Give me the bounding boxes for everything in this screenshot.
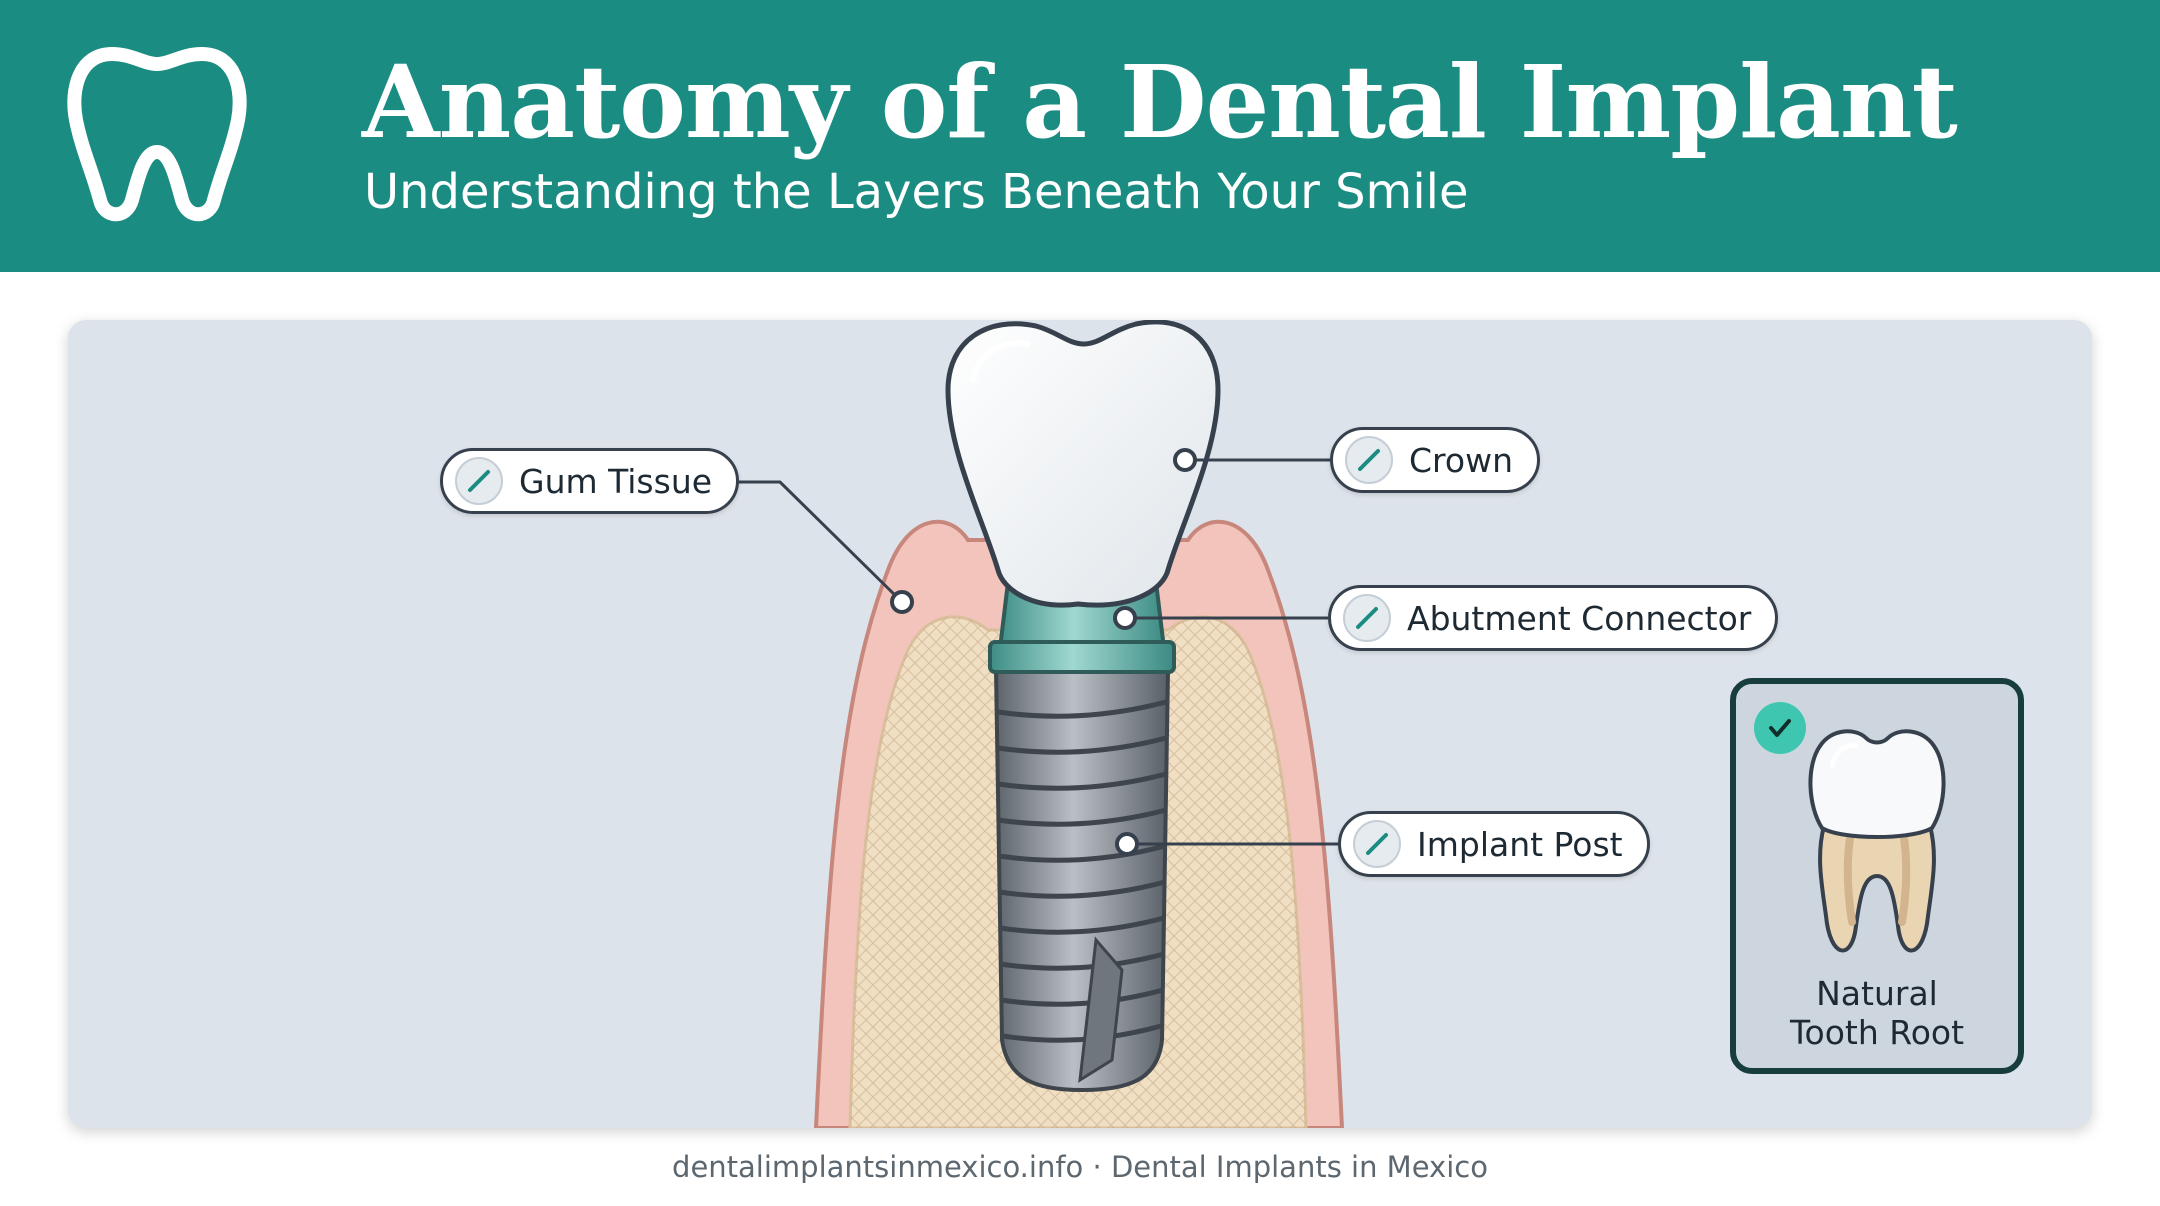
pencil-stroke-icon bbox=[1353, 820, 1401, 868]
page-title: Anatomy of a Dental Implant bbox=[362, 43, 1958, 161]
implant-post-shape bbox=[993, 668, 1171, 1093]
abutment-marker-dot bbox=[1113, 606, 1137, 630]
pencil-stroke-icon bbox=[455, 457, 503, 505]
abutment-connector-label-text: Abutment Connector bbox=[1407, 598, 1752, 638]
tooth-outline-icon bbox=[67, 47, 247, 222]
crown-label: Crown bbox=[1330, 427, 1540, 493]
abutment-connector-label: Abutment Connector bbox=[1328, 585, 1779, 651]
footer-source: dentalimplantsinmexico.info · Dental Imp… bbox=[672, 1150, 1488, 1184]
natural-tooth-caption: Natural Tooth Root bbox=[1736, 974, 2018, 1052]
gum-marker-dot bbox=[890, 590, 914, 614]
crown-marker-dot bbox=[1173, 448, 1197, 472]
post-marker-dot bbox=[1115, 832, 1139, 856]
gum-leader-line bbox=[724, 480, 904, 604]
implant-diagram bbox=[724, 320, 1345, 1128]
gum-tissue-label: Gum Tissue bbox=[440, 448, 740, 514]
caption-line-1: Natural bbox=[1816, 974, 1938, 1013]
diagram-panel: Gum Tissue Crown Abutment Connector Impl… bbox=[68, 320, 2092, 1128]
caption-line-2: Tooth Root bbox=[1789, 1013, 1965, 1052]
pencil-stroke-icon bbox=[1345, 436, 1393, 484]
pencil-stroke-icon bbox=[1343, 594, 1391, 642]
header-banner: Anatomy of a Dental Implant Understandin… bbox=[0, 0, 2160, 272]
crown-shape bbox=[945, 320, 1221, 608]
implant-post-label-text: Implant Post bbox=[1417, 824, 1623, 864]
natural-tooth-icon bbox=[1808, 729, 1946, 953]
crown-label-text: Crown bbox=[1409, 440, 1513, 480]
page-subtitle: Understanding the Layers Beneath Your Sm… bbox=[364, 164, 1469, 220]
implant-post-label: Implant Post bbox=[1338, 811, 1650, 877]
checkmark-icon bbox=[1754, 702, 1806, 754]
gum-tissue-label-text: Gum Tissue bbox=[519, 461, 713, 501]
natural-tooth-card: Natural Tooth Root bbox=[1730, 678, 2024, 1074]
